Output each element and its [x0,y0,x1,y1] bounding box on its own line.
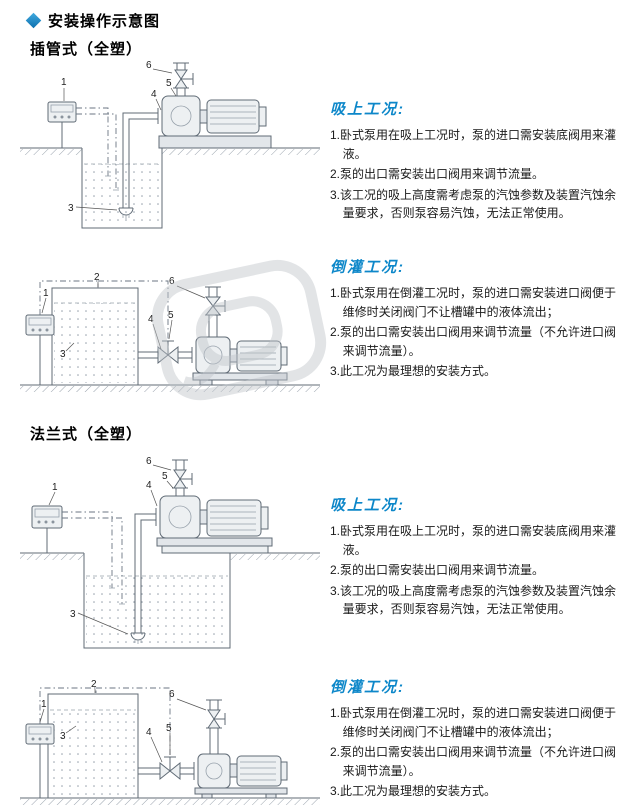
condition-item: 2.泵的出口需安装出口阀用来调节流量。 [330,167,545,182]
pump [157,95,201,137]
outlet-valve [172,459,193,496]
callout-1: 1 [61,77,67,88]
control-box [25,314,55,385]
ground [20,552,320,560]
section-title-pipe-type: 插管式（全塑） [30,41,143,58]
control-box [47,101,77,148]
condition-item: 1.卧式泵用在吸上工况时，泵的进口需安装底阀用来灌液。 [330,128,617,161]
ground [20,384,320,392]
diagram-pipe-type-suction: 1 3 4 5 6 [20,58,320,243]
callout-6: 6 [146,456,152,467]
tank-pit [83,553,231,649]
level-probe-cables [76,107,119,191]
callout-1: 1 [41,699,47,710]
section-title-flange-type: 法兰式（全塑） [30,426,143,443]
callout-5: 5 [168,310,174,321]
callout-3: 3 [60,349,66,360]
condition-item: 2.泵的出口需安装出口阀用来调节流量。 [330,563,545,578]
pump [197,753,231,789]
condition-item: 3.该工况的吸上高度需考虑泵的汽蚀参数及装置汽蚀余量要求，否则泵容易汽蚀，无法正… [330,583,617,617]
pump [155,495,201,539]
inlet-valve [157,340,179,365]
callout-4: 4 [151,89,157,100]
ground [20,797,320,805]
ground [20,147,320,155]
callout-6: 6 [169,276,175,287]
condition-item: 1.卧式泵用在吸上工况时，泵的进口需安装底阀用来灌液。 [330,524,617,557]
callout-3: 3 [70,609,76,620]
condition-item: 3.此工况为最理想的安装方式。 [330,784,497,799]
callouts: 1 3 4 5 6 [61,60,177,214]
diagram-svg: 1 2 3 4 5 6 [20,272,320,392]
diagram-flange-type-flooded: 1 2 3 4 5 6 [20,672,320,809]
callouts: 1 2 3 4 5 6 [39,679,207,763]
condition-block-suction-2: 吸上工况: 1.卧式泵用在吸上工况时，泵的进口需安装底阀用来灌液。 2.泵的出口… [330,494,626,621]
motor [194,755,288,799]
condition-heading: 吸上工况: [330,497,405,514]
condition-heading: 吸上工况: [330,101,405,118]
suction-pipe [134,513,156,633]
diagram-pipe-type-flooded: 1 2 3 4 5 6 [20,253,320,408]
callout-4: 4 [146,727,152,738]
callouts: 1 3 4 5 6 [48,456,174,635]
outlet-valve [206,699,226,754]
control-box [31,505,63,553]
callout-4: 4 [146,480,152,491]
callout-2: 2 [91,679,97,690]
condition-item: 1.卧式泵用在倒灌工况时，泵的进口需安装进口阀便于维修时关闭阀门不让槽罐中的液体… [330,706,617,739]
callouts: 1 2 3 4 5 6 [41,272,206,360]
pump [195,336,231,374]
diagram-svg: 1 3 4 5 6 [20,60,320,229]
callout-6: 6 [146,60,152,71]
foot-valve [130,632,146,644]
control-cables [39,687,171,755]
callout-1: 1 [43,288,49,299]
condition-item: 1.卧式泵用在倒灌工况时，泵的进口需安装进口阀便于维修时关闭阀门不让槽罐中的液体… [330,286,617,319]
level-probe-cables [62,511,125,605]
outlet-valve [173,62,194,96]
foot-valve [118,207,134,219]
inlet-valve [159,756,181,781]
callout-3: 3 [68,203,74,214]
diamond-bullet-icon [25,12,42,29]
callout-6: 6 [169,689,175,700]
callout-2: 2 [94,272,100,283]
condition-item: 3.此工况为最理想的安装方式。 [330,364,497,379]
callout-5: 5 [166,78,172,89]
condition-heading: 倒灌工况: [330,259,405,276]
diagram-svg: 1 3 4 5 6 [20,456,320,649]
tank-pit [81,148,163,229]
diagram-svg: 1 2 3 4 5 6 [20,679,320,805]
motor [192,340,288,386]
condition-item: 3.该工况的吸上高度需考虑泵的汽蚀参数及装置汽蚀余量要求，否则泵容易汽蚀，无法正… [330,187,617,221]
callout-5: 5 [162,471,168,482]
condition-item: 2.泵的出口需安装出口阀用来调节流量（不允许进口阀来调节流量）。 [330,325,617,358]
outlet-valve [204,286,226,337]
callout-1: 1 [52,482,58,493]
page-header: 安装操作示意图 [25,10,161,31]
control-box [25,723,55,798]
suction-pipe [122,112,158,208]
motor [158,99,272,149]
motor [156,499,273,554]
condition-block-flooded-1: 倒灌工况: 1.卧式泵用在倒灌工况时，泵的进口需安装进口阀便于维修时关闭阀门不让… [330,256,626,383]
callout-5: 5 [166,723,172,734]
condition-heading: 倒灌工况: [330,679,405,696]
page-title: 安装操作示意图 [48,13,161,30]
tank [51,287,139,386]
tank [47,693,139,799]
condition-block-suction-1: 吸上工况: 1.卧式泵用在吸上工况时，泵的进口需安装底阀用来灌液。 2.泵的出口… [330,98,626,225]
condition-block-flooded-2: 倒灌工况: 1.卧式泵用在倒灌工况时，泵的进口需安装进口阀便于维修时关闭阀门不让… [330,676,626,803]
diagram-flange-type-suction: 1 3 4 5 6 [20,448,320,668]
condition-item: 2.泵的出口需安装出口阀用来调节流量（不允许进口阀来调节流量）。 [330,745,617,778]
callout-3: 3 [60,731,66,742]
callout-4: 4 [148,314,154,325]
